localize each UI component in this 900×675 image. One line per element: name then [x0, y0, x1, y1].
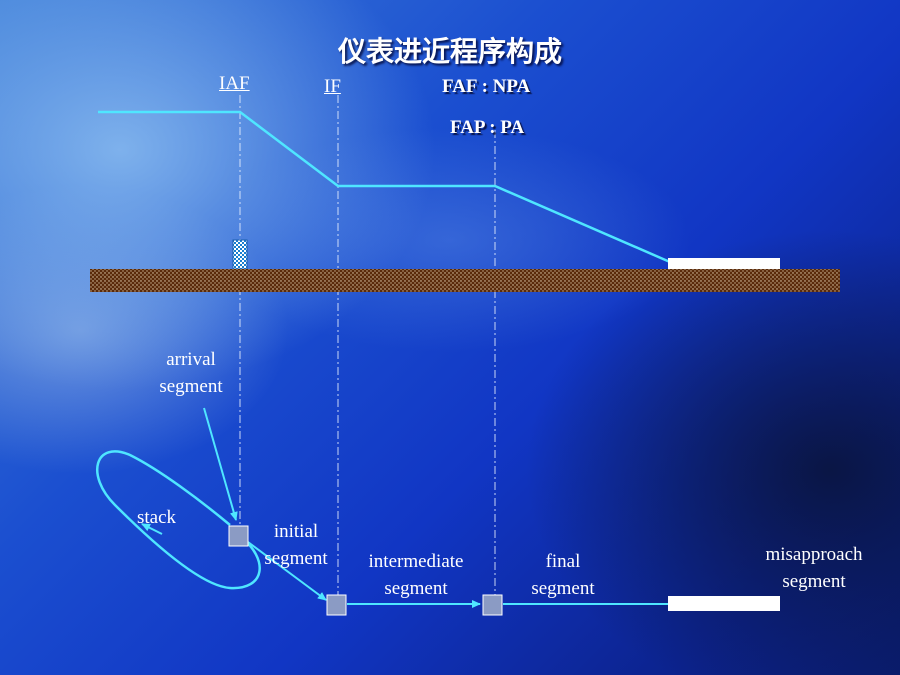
final-label-line2: segment	[531, 578, 595, 599]
arrival-segment-label: arrival segment	[140, 346, 242, 400]
initial-label-line1: initial	[273, 521, 319, 542]
initial-label-line2: segment	[264, 548, 328, 569]
page-title: 仪表进近程序构成	[337, 35, 562, 68]
runway-bar-icon	[668, 596, 780, 611]
vertical-profile-line	[98, 110, 671, 264]
misapproach-label-line1: misapproach	[765, 544, 863, 565]
intermediate-segment-label: intermediate segment	[356, 548, 476, 602]
fap-pa-label: FAP : PA	[450, 117, 525, 138]
initial-segment-track	[247, 541, 327, 601]
stack-arrow	[141, 523, 163, 535]
checkered-beacon-icon	[232, 239, 248, 270]
holding-stack-track	[96, 450, 261, 590]
arrival-label-line1: arrival	[166, 349, 216, 370]
final-label-line1: final	[545, 551, 581, 572]
misapproach-label-line2: segment	[782, 571, 846, 592]
runway-profile	[668, 258, 780, 270]
intermediate-label-line1: intermediate	[368, 551, 464, 572]
faf-npa-label: FAF : NPA	[442, 76, 531, 97]
stack-label: stack	[137, 507, 177, 528]
if-label: IF	[324, 76, 341, 97]
misapproach-segment-label: misapproach segment	[752, 541, 876, 595]
ground-strip	[90, 269, 840, 292]
arrival-label-line2: segment	[159, 376, 223, 397]
waypoint-square-icon	[326, 594, 347, 616]
waypoint-square-icon	[482, 594, 503, 616]
waypoint-square-icon	[228, 525, 249, 547]
arrival-arrow	[203, 407, 238, 521]
final-segment-label: final segment	[518, 548, 608, 602]
intermediate-label-line2: segment	[384, 578, 448, 599]
initial-segment-label: initial segment	[254, 518, 338, 572]
iaf-label: IAF	[219, 73, 250, 94]
